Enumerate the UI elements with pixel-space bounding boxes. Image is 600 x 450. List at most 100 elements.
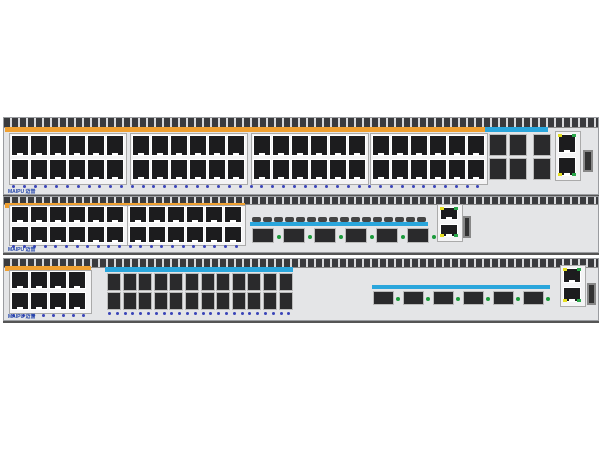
console-led [563,268,567,271]
rj45-port [87,159,105,180]
rj45-port [106,226,124,243]
status-led [139,245,143,248]
sfp-cap [384,217,393,222]
status-led [260,185,264,188]
console-led [558,173,562,176]
console-port [563,287,581,302]
rj45-port [87,206,105,223]
status-led [357,185,361,188]
sfp-port [314,228,336,243]
status-led [184,185,188,188]
sfp-port [263,273,277,291]
rj45-port [49,292,67,310]
console-port [558,134,576,153]
rj45-port [448,135,466,156]
status-led [292,185,296,188]
sfp-cap [406,217,415,222]
rj45-port [132,159,150,180]
rj45-port [391,135,409,156]
sfp-port [247,292,262,310]
rj45-port [429,159,447,180]
sfp-cap [395,217,404,222]
status-led [149,245,153,248]
copper-label-strip [5,266,91,271]
sfp-port [107,292,121,310]
status-led [422,185,426,188]
sfp-port [533,158,551,180]
rj45-port [68,206,86,223]
status-led [52,314,55,317]
console-led [577,299,581,302]
status-led [192,245,196,248]
status-led [206,185,210,188]
status-led [55,185,59,188]
status-led [32,314,35,317]
status-led [217,312,221,315]
link-led [456,297,460,301]
rj45-port [329,159,347,180]
switch-chassis-3 [3,258,599,321]
rj45-port [348,159,366,180]
status-led [12,245,15,248]
status-led [186,312,189,315]
status-led [12,185,15,188]
sfp-cap [340,217,349,222]
status-led [98,185,102,188]
sfp-port [489,134,507,156]
rj45-port [129,226,147,243]
sfp-port [489,158,507,180]
status-led [75,245,79,248]
rj45-port [129,206,147,223]
fiber-label-strip [485,127,548,132]
sfp-port [278,292,293,310]
sfp-port [345,228,367,243]
rj45-port [189,159,207,180]
usb-port [583,150,593,172]
sfp-port [185,273,199,291]
sfp-port [278,273,293,291]
status-led [240,312,244,315]
rj45-port [151,135,169,156]
status-led [476,185,480,188]
brand-logo: MAIPU 迈普 [8,314,36,320]
status-led [62,314,65,317]
rj45-port [148,226,166,243]
rj45-port [310,159,328,180]
sfp-port [200,292,215,310]
rj45-port [11,292,29,310]
rj45-port [205,226,223,243]
status-led [279,312,283,315]
sfp-cap [285,217,294,222]
sfp-cap [296,217,305,222]
rj45-port [208,159,226,180]
rj45-port [224,226,242,243]
link-led [426,297,430,301]
status-led [400,185,404,188]
rj45-port [11,226,29,243]
console-led [454,207,458,210]
status-led [72,314,75,317]
status-led [228,185,231,188]
console-port [558,157,576,176]
status-led [154,312,158,315]
link-led [277,235,281,239]
sfp-port [107,273,121,291]
sfp-cap [307,217,316,222]
rj45-port [167,226,185,243]
sfp-port [122,292,137,310]
rj45-port [49,159,67,180]
status-led [454,185,458,188]
status-led [325,185,329,188]
sfp-cap [417,217,426,222]
status-led [107,245,111,248]
console-led [440,234,444,237]
status-led [152,185,156,188]
rj45-port [329,135,347,156]
sfp-port [122,273,137,291]
status-led [171,245,174,248]
status-led [217,185,221,188]
console-led [572,134,576,137]
rj45-port [49,135,67,156]
sfp-port [523,291,544,305]
status-led [22,245,26,248]
